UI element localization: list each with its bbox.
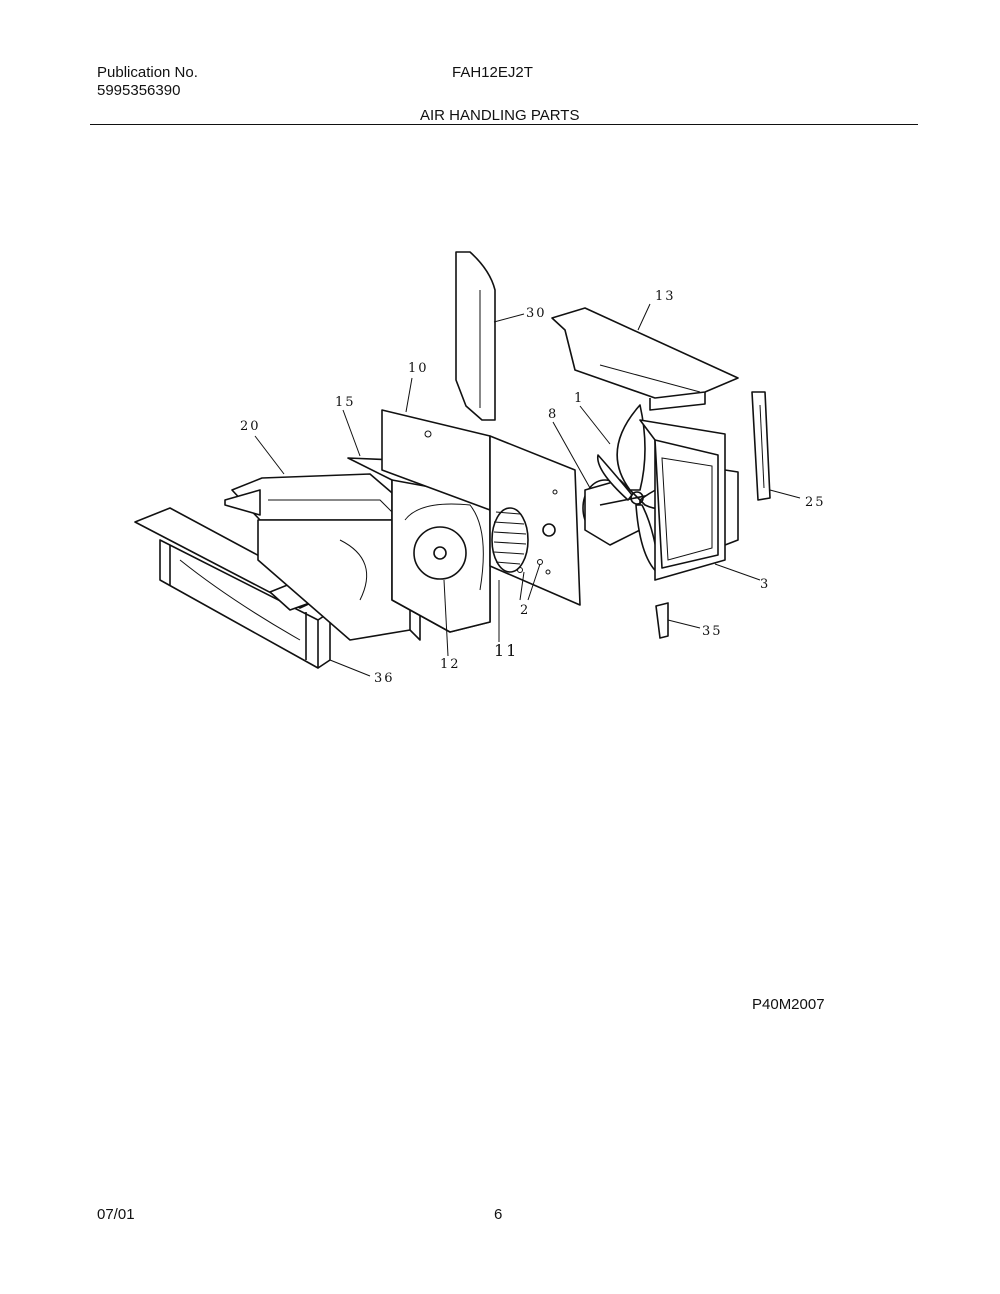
part-13-top-cover [551,307,739,411]
callout-35: 35 [702,624,723,639]
model-number: FAH12EJ2T [452,64,533,81]
part-20-air-duct [224,473,421,641]
callout-labels: 30 13 10 15 20 8 1 25 3 2 35 12 11 36 [240,289,826,686]
callout-20: 20 [240,419,261,434]
section-title: AIR HANDLING PARTS [420,107,580,124]
part-8-fan-motor [582,479,651,546]
callout-30: 30 [526,306,547,321]
callout-8: 8 [548,407,558,422]
callout-25: 25 [805,495,826,510]
callout-10: 10 [408,361,429,376]
callout-2: 2 [520,603,530,618]
part-35-bracket [655,602,669,639]
callout-15: 15 [335,395,356,410]
callout-13: 13 [655,289,676,304]
publication-number: 5995356390 [97,82,181,99]
page-number: 6 [494,1206,503,1223]
part-3-shroud [639,419,739,581]
header-rule [90,124,918,125]
callout-1: 1 [574,391,584,406]
callout-12: 12 [440,657,461,672]
publication-label: Publication No. [97,64,198,81]
callout-36: 36 [374,671,395,686]
leader-lines [254,303,801,677]
callout-11: 11 [494,641,518,660]
part-30-guide-strip [455,251,496,421]
part-25-side-strip [751,391,771,501]
part-11-blower-wheel [489,435,581,606]
footer-date: 07/01 [97,1206,135,1223]
figure-code: P40M2007 [752,996,825,1013]
callout-3: 3 [760,577,770,592]
